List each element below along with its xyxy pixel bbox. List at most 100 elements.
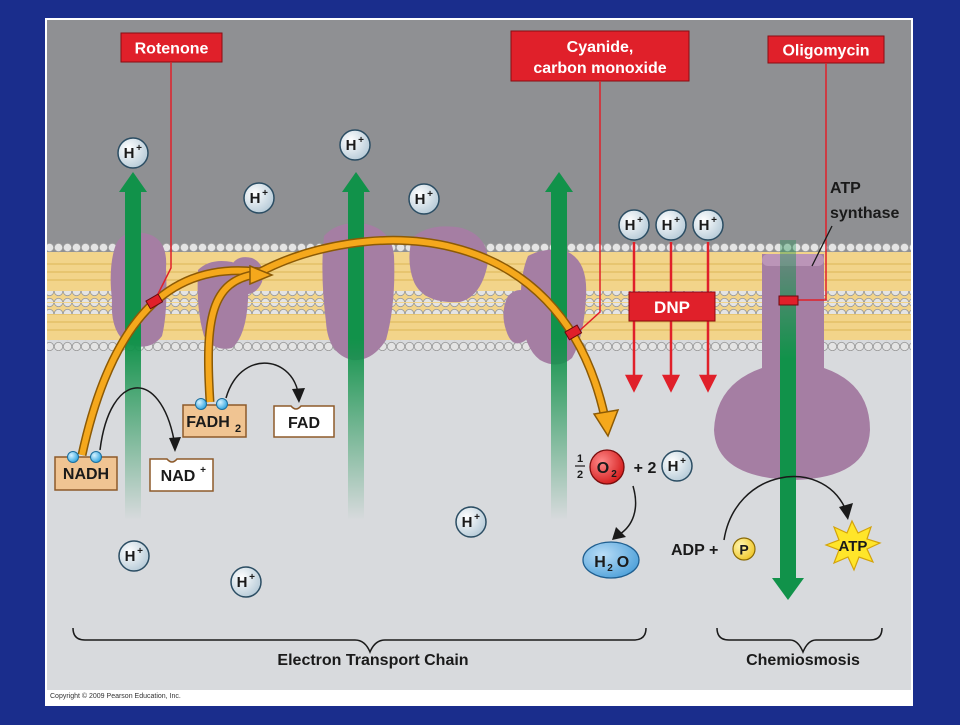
- svg-text:2: 2: [607, 563, 613, 574]
- h-plus-icon: H +: [339, 129, 371, 161]
- proton-pump-arrows: [119, 172, 804, 600]
- svg-text:Chemiosmosis: Chemiosmosis: [746, 652, 860, 669]
- svg-text:+: +: [637, 215, 643, 226]
- svg-text:H: H: [125, 548, 136, 565]
- h2o-molecule: H 2 O: [582, 541, 640, 579]
- svg-text:synthase: synthase: [830, 205, 899, 222]
- svg-text:+ 2: + 2: [634, 460, 657, 477]
- svg-text:+: +: [427, 189, 433, 200]
- arrowhead: [612, 527, 626, 540]
- svg-text:+: +: [711, 215, 717, 226]
- electron-icon: [67, 451, 79, 463]
- svg-text:H: H: [625, 217, 636, 234]
- h-plus-icon: H +: [692, 209, 724, 241]
- svg-text:DNP: DNP: [654, 298, 690, 317]
- arrowhead: [292, 388, 305, 403]
- h-plus-icon: H +: [455, 506, 487, 538]
- atp-starburst: ATP: [824, 519, 882, 572]
- proton-pump-arrow-2: [348, 190, 364, 520]
- svg-text:H: H: [662, 217, 673, 234]
- svg-text:H: H: [594, 554, 606, 571]
- arrowhead: [119, 172, 147, 192]
- svg-text:+: +: [200, 465, 206, 476]
- svg-text:ATP: ATP: [839, 538, 868, 555]
- electron-icon: [195, 398, 207, 410]
- svg-text:+: +: [358, 135, 364, 146]
- cyanide-label: Cyanide, carbon monoxide: [510, 30, 690, 341]
- arrowhead: [169, 437, 181, 452]
- svg-text:Rotenone: Rotenone: [135, 41, 209, 58]
- electron-icon: [216, 398, 228, 410]
- svg-text:+: +: [474, 512, 480, 523]
- svg-text:H: H: [237, 574, 248, 591]
- svg-text:NAD: NAD: [161, 468, 196, 485]
- svg-text:carbon monoxide: carbon monoxide: [533, 60, 666, 77]
- svg-text:+: +: [674, 215, 680, 226]
- o2-molecule: O 2: [589, 449, 625, 485]
- fad-box: FAD: [273, 405, 335, 438]
- h-plus-icon: H +: [243, 182, 275, 214]
- svg-text:+: +: [680, 456, 686, 467]
- svg-text:Cyanide,: Cyanide,: [567, 39, 634, 56]
- dnp-uncoupler: DNP: [624, 242, 718, 393]
- svg-text:+: +: [136, 143, 142, 154]
- phosphate-icon: P: [732, 537, 756, 561]
- proton-pump-arrow-3: [551, 190, 567, 520]
- svg-text:H: H: [346, 137, 357, 154]
- nad-plus-box: NAD +: [149, 458, 214, 492]
- svg-text:+: +: [249, 572, 255, 583]
- h-plus-icon: H +: [230, 566, 262, 598]
- svg-text:ATP: ATP: [830, 180, 861, 197]
- arrowhead: [772, 578, 804, 600]
- chemiosmosis-bracket: Chemiosmosis: [716, 627, 883, 669]
- h-plus-icon: H +: [661, 450, 693, 482]
- h-plus-icon: H +: [118, 540, 150, 572]
- oxygen-reaction: 1 2 O 2 + 2 H 2 O: [575, 449, 657, 579]
- svg-text:2: 2: [577, 469, 583, 481]
- proton-h-plus-icons: H + H + H + H + H + H + H: [117, 129, 724, 598]
- svg-text:H: H: [699, 217, 710, 234]
- arrowhead: [839, 503, 853, 520]
- svg-text:O: O: [597, 460, 609, 477]
- svg-text:NADH: NADH: [63, 466, 109, 483]
- svg-text:O: O: [617, 554, 629, 571]
- oligomycin-label: Oligomycin: [767, 35, 885, 306]
- water-formation-arrow: [619, 485, 637, 535]
- h-plus-icon: H +: [618, 209, 650, 241]
- rotenone-label: Rotenone: [120, 32, 223, 310]
- svg-text:Oligomycin: Oligomycin: [782, 43, 869, 60]
- nadh-oxidation-arrow: [99, 387, 175, 451]
- svg-text:ADP +: ADP +: [671, 542, 718, 559]
- svg-text:Electron Transport Chain: Electron Transport Chain: [277, 652, 468, 669]
- dnp-label: [628, 291, 716, 322]
- svg-text:+: +: [137, 546, 143, 557]
- fadh2-oxidation-arrow: [225, 362, 299, 399]
- svg-text:P: P: [739, 542, 748, 558]
- arrowhead: [342, 172, 370, 192]
- h-plus-icon: H +: [655, 209, 687, 241]
- svg-text:H: H: [124, 145, 135, 162]
- fadh2-box: FADH 2: [182, 398, 247, 438]
- arrowhead: [592, 409, 620, 438]
- svg-text:1: 1: [577, 453, 583, 465]
- atp-synthesis: ADP + P ATP: [671, 475, 882, 572]
- svg-text:H: H: [462, 514, 473, 531]
- svg-text:H: H: [668, 458, 679, 475]
- svg-text:2: 2: [611, 469, 617, 480]
- svg-text:FAD: FAD: [288, 415, 320, 432]
- electron-flow-arrow: [77, 235, 620, 456]
- atp-synthase-proton-arrow: [780, 240, 796, 580]
- svg-text:H: H: [250, 190, 261, 207]
- nadh-box: NADH: [54, 451, 118, 491]
- etc-bracket: Electron Transport Chain: [72, 627, 647, 669]
- svg-text:H: H: [415, 191, 426, 208]
- svg-text:2: 2: [235, 423, 241, 435]
- electron-icon: [90, 451, 102, 463]
- copyright-text: Copyright © 2009 Pearson Education, Inc.: [50, 692, 181, 700]
- svg-text:+: +: [262, 188, 268, 199]
- atp-synthase-label: ATP synthase: [811, 180, 899, 267]
- h-plus-icon: H +: [117, 137, 149, 169]
- svg-text:FADH: FADH: [186, 414, 230, 431]
